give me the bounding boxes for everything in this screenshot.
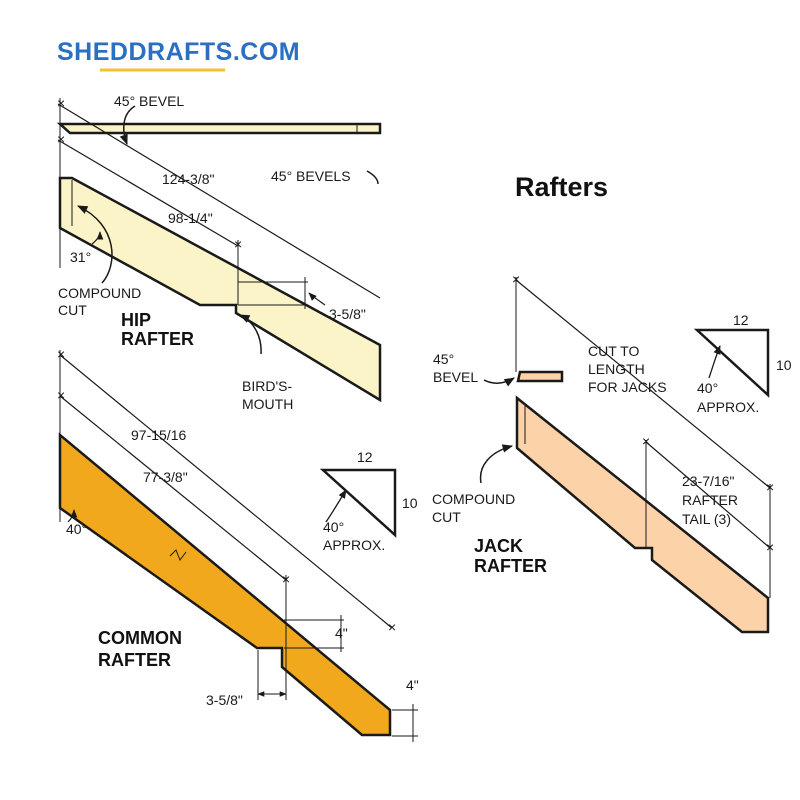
- jack-pitch-rise: 10: [776, 357, 792, 373]
- jack-bevel-leader: [483, 377, 515, 387]
- hip-total-dim-line: [57, 103, 381, 299]
- hip-tick-2: ×: [57, 131, 65, 147]
- common-pitch-run: 12: [357, 449, 373, 465]
- common-approx-2: APPROX.: [323, 537, 385, 553]
- jack-name-1: JACK: [474, 536, 523, 556]
- common-tail-depth: 4": [406, 677, 419, 693]
- hip-tick-3: ×: [234, 236, 242, 252]
- hip-bevels-label: 45° BEVELS: [271, 168, 351, 184]
- hip-bevel-label: 45° BEVEL: [114, 93, 184, 109]
- common-grain-mark: [169, 549, 187, 562]
- hip-bevels-leader: [366, 170, 379, 185]
- common-name-1: COMMON: [98, 628, 182, 648]
- hip-name-1: HIP: [121, 310, 151, 330]
- hip-tick-1: ×: [57, 95, 65, 111]
- logo-text: SHEDDRAFTS.COM: [57, 38, 300, 66]
- common-angle-arc: [67, 509, 78, 523]
- jack-compound-2: CUT: [432, 509, 461, 525]
- jack-approx-2: APPROX.: [697, 399, 759, 415]
- common-seat-length: 77-3/8": [143, 469, 188, 485]
- jack-cut-1: CUT TO: [588, 343, 639, 359]
- jack-pitch-run: 12: [733, 312, 749, 328]
- hip-angle-label: 31°: [70, 249, 91, 265]
- hip-rafter-shape: [58, 176, 382, 403]
- jack-bevel-2: BEVEL: [433, 369, 478, 385]
- common-tick-2: ×: [57, 387, 65, 403]
- hip-angle-arc: [91, 231, 104, 245]
- jack-rafter-group: × × × × 45° BEVEL CUT TO LENGTH FOR JACK…: [432, 271, 792, 634]
- page-title: Rafters: [515, 172, 608, 202]
- jack-tail-3: TAIL (3): [682, 511, 731, 527]
- common-notch-depth: 4": [335, 625, 348, 641]
- hip-seat-dim-line: [57, 139, 239, 247]
- jack-compound-1: COMPOUND: [432, 491, 515, 507]
- common-pitch-triangle: [319, 468, 397, 538]
- common-approx-leader: [325, 489, 347, 523]
- jack-cut-2: LENGTH: [588, 361, 645, 377]
- jack-tail-2: RAFTER: [682, 492, 738, 508]
- hip-seat-length: 98-1/4": [168, 210, 213, 226]
- jack-approx-leader: [708, 345, 721, 379]
- hip-birdsmouth-leader: [239, 314, 262, 355]
- common-name-2: RAFTER: [98, 650, 171, 670]
- common-pitch-rise: 10: [402, 495, 418, 511]
- jack-bevel-board: [516, 370, 564, 383]
- jack-tick-4: ×: [766, 539, 774, 555]
- hip-bevel-leader: [119, 105, 136, 145]
- common-total-length: 97-15/16: [131, 427, 186, 443]
- common-tick-1: ×: [57, 346, 65, 362]
- common-total-dim-line: [59, 354, 393, 629]
- jack-tick-1: ×: [512, 271, 520, 287]
- hip-depth-leader: [308, 292, 326, 306]
- hip-birdsmouth-label-2: MOUTH: [242, 396, 293, 412]
- hip-birdsmouth-label-1: BIRD'S-: [242, 378, 292, 394]
- common-tick-3: ×: [282, 571, 290, 587]
- logo: SHEDDRAFTS.COM: [57, 38, 300, 72]
- hip-name-2: RAFTER: [121, 329, 194, 349]
- common-seat-dim-line: [59, 395, 287, 581]
- common-tick-4: ×: [388, 619, 396, 635]
- common-rafter-shape: [58, 432, 392, 737]
- jack-tick-2: ×: [642, 433, 650, 449]
- hip-compound-label-2: CUT: [58, 302, 87, 318]
- jack-length-dim-line: [515, 279, 771, 489]
- hip-compound-leader: [77, 205, 113, 284]
- jack-tick-3: ×: [766, 479, 774, 495]
- hip-compound-label-1: COMPOUND: [58, 285, 141, 301]
- jack-bevel-1: 45°: [433, 351, 454, 367]
- jack-compound-leader: [479, 444, 514, 484]
- common-seat-width: 3-5/8": [206, 692, 243, 708]
- common-rafter-group: × × × × 97-15/16 77-3/8" 40° 12 10 40° A…: [57, 346, 419, 742]
- jack-cut-3: FOR JACKS: [588, 379, 667, 395]
- hip-total-length: 124-3/8": [162, 171, 214, 187]
- common-angle-label: 40°: [66, 521, 87, 537]
- jack-name-2: RAFTER: [474, 556, 547, 576]
- hip-seat-depth: 3-5/8": [329, 306, 366, 322]
- hip-rafter-group: × × × 45° BEVEL 124-3/8" 45° BEVELS 98-1…: [56, 93, 382, 412]
- jack-approx-1: 40°: [697, 380, 718, 396]
- jack-tail-1: 23-7/16": [682, 473, 734, 489]
- common-approx-1: 40°: [323, 519, 344, 535]
- jack-tail-dim-line: [645, 441, 771, 549]
- hip-bevel-board: [56, 122, 382, 135]
- jack-rafter-shape: [515, 395, 770, 634]
